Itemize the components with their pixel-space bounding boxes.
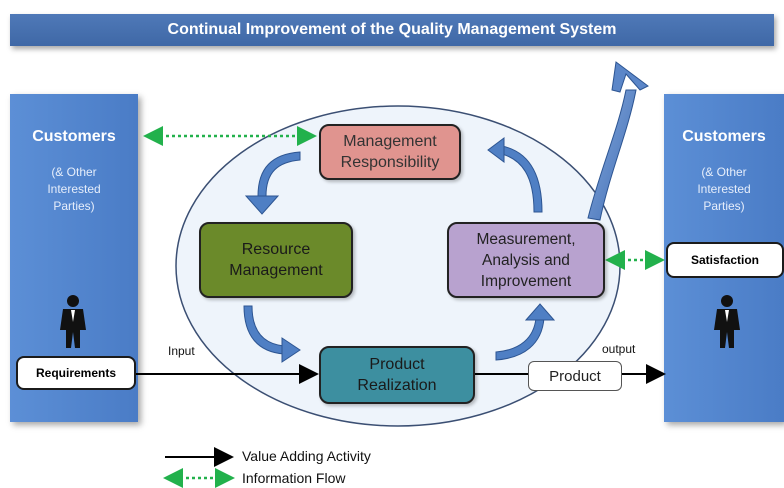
customers-right-subtitle: (& Other Interested Parties) [697,165,751,213]
person-right-icon [714,295,740,348]
management-responsibility-box: Management Responsibility [319,124,461,180]
customers-left-subtitle: (& Other Interested Parties) [47,165,101,213]
product-box: Product [528,361,622,391]
product-realization-box: Product Realization [319,346,475,404]
cycle-arrow-mgmt-to-resource-icon [244,151,301,215]
measurement-analysis-box: Measurement, Analysis and Improvement [447,222,605,298]
improvement-arrow-icon [587,61,649,221]
output-label: output [602,342,636,356]
cycle-arrow-measurement-to-mgmt-icon [487,137,543,213]
person-left-icon [60,295,86,348]
cycle-arrow-resource-to-realization-icon [243,305,301,363]
cycle-arrow-realization-to-measurement-icon [495,303,556,361]
requirements-label: Requirements [16,356,136,390]
resource-management-box: Resource Management [199,222,353,298]
legend-information-flow: Information Flow [242,470,346,486]
customers-right-title: Customers [682,128,766,145]
satisfaction-label: Satisfaction [666,242,784,278]
customers-left-title: Customers [32,128,116,145]
legend-value-adding: Value Adding Activity [242,448,371,464]
banner-title: Continual Improvement of the Quality Man… [10,14,774,46]
input-label: Input [168,344,195,358]
